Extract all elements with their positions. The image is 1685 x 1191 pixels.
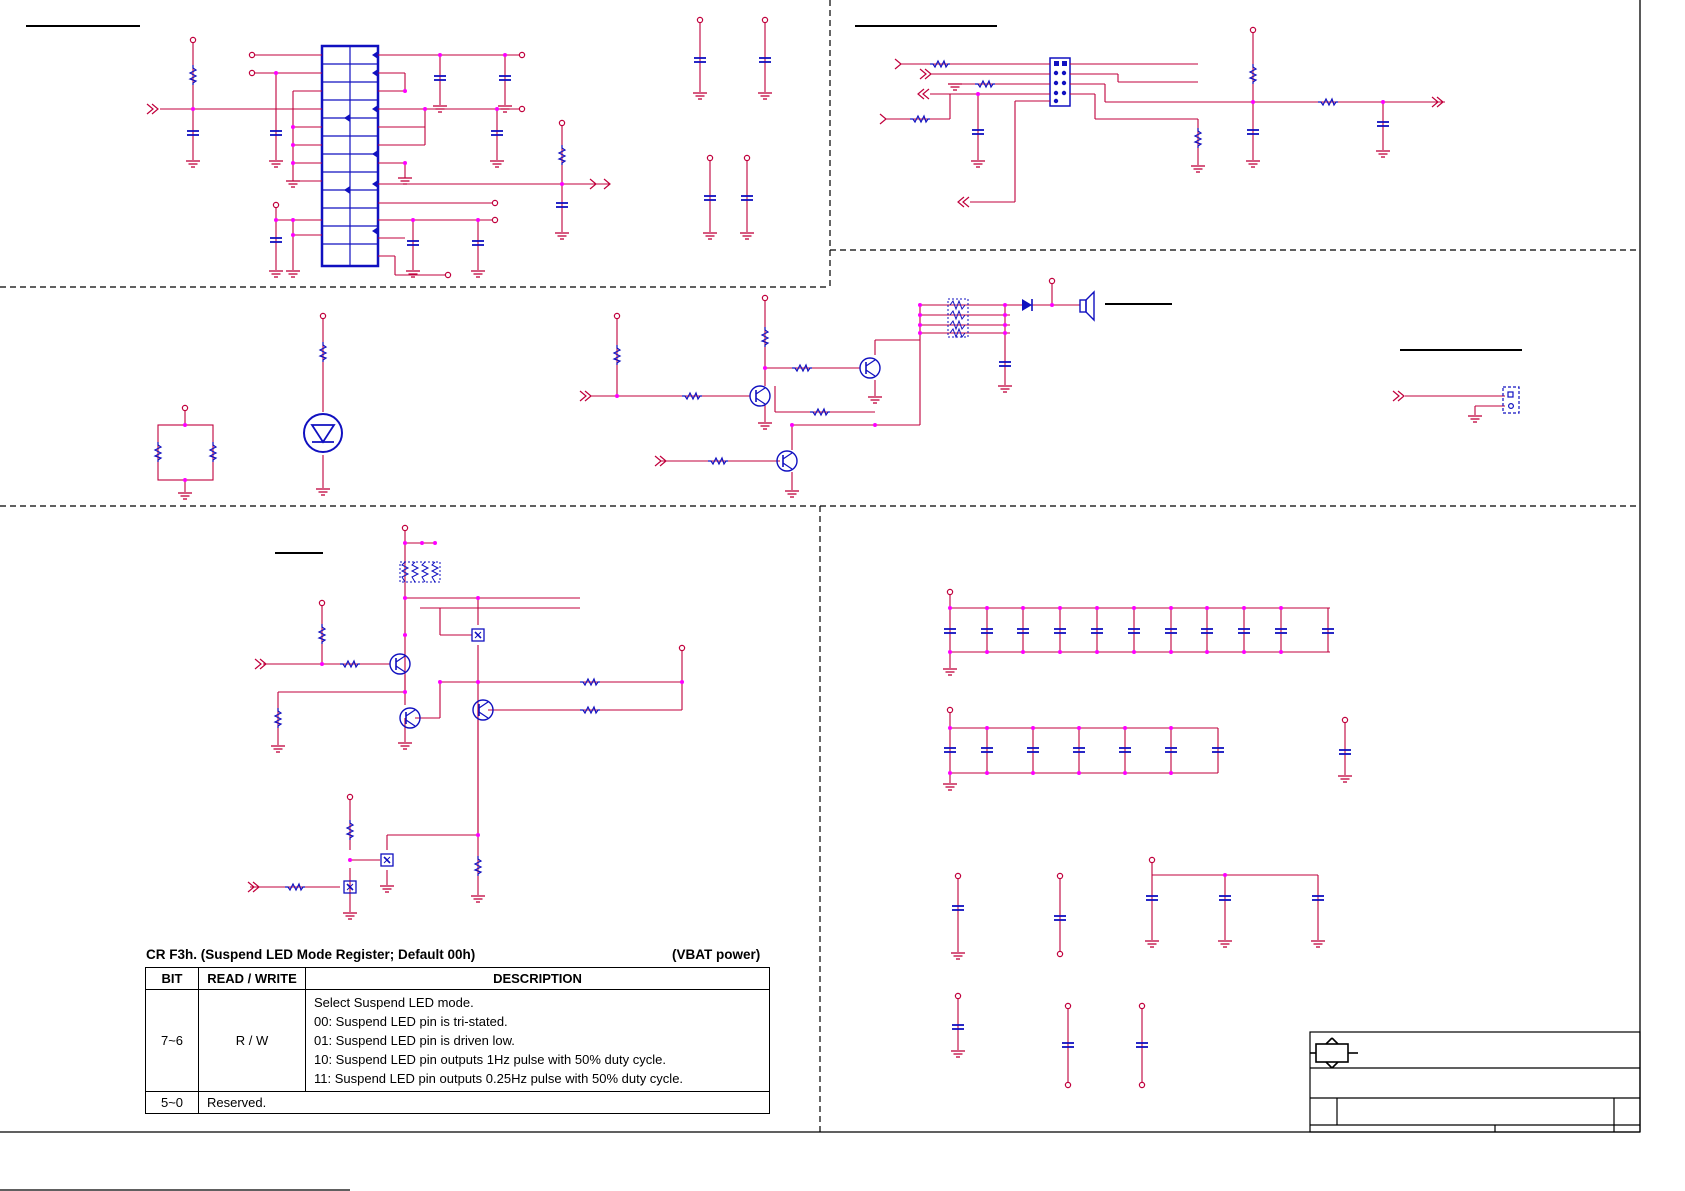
pin-header — [1049, 57, 1071, 107]
decoupling-section — [942, 588, 1353, 1089]
bit-cell: 5~0 — [145, 1091, 199, 1114]
cap-row-2 — [986, 728, 1219, 773]
description-line: 11: Suspend LED pin outputs 0.25Hz pulse… — [314, 1071, 684, 1086]
description-cell: Reserved. — [198, 1091, 770, 1114]
connector-section — [146, 16, 773, 279]
description-line: 01: Suspend LED pin is driven low. — [314, 1033, 515, 1048]
diode-icon — [1022, 299, 1032, 311]
col-header-description: DESCRIPTION — [305, 967, 770, 990]
power-note: (VBAT power) — [672, 947, 761, 962]
middle-section — [154, 277, 1520, 500]
led-icon — [303, 413, 343, 453]
section-dividers — [0, 0, 1640, 1132]
led-driver-section — [247, 524, 686, 920]
cap-row-1 — [986, 608, 1329, 652]
col-header-rw: READ / WRITE — [198, 967, 306, 990]
col-header-bit: BIT — [145, 967, 199, 990]
register-caption: CR F3h. (Suspend LED Mode Register; Defa… — [146, 947, 476, 962]
table-header-row: BIT READ / WRITE DESCRIPTION — [145, 967, 770, 990]
table-row: 7~6 R / W Select Suspend LED mode. 00: S… — [145, 989, 770, 1092]
description-line: 10: Suspend LED pin outputs 1Hz pulse wi… — [314, 1052, 666, 1067]
company-logo — [1310, 1037, 1358, 1069]
jack-connector — [1502, 386, 1520, 414]
rw-cell: R / W — [198, 989, 306, 1092]
description-cell: Select Suspend LED mode. 00: Suspend LED… — [305, 989, 770, 1092]
table-row: 5~0 Reserved. — [145, 1091, 770, 1114]
speaker-icon — [1079, 299, 1087, 313]
register-table: BIT READ / WRITE DESCRIPTION 7~6 R / W S… — [145, 967, 770, 1114]
description-line: Select Suspend LED mode. — [314, 995, 474, 1010]
description-line: 00: Suspend LED pin is tri-stated. — [314, 1014, 508, 1029]
title-block — [1309, 1031, 1641, 1133]
bit-cell: 7~6 — [145, 989, 199, 1092]
jumper-section — [879, 26, 1445, 208]
section-title-bars — [26, 25, 1522, 554]
